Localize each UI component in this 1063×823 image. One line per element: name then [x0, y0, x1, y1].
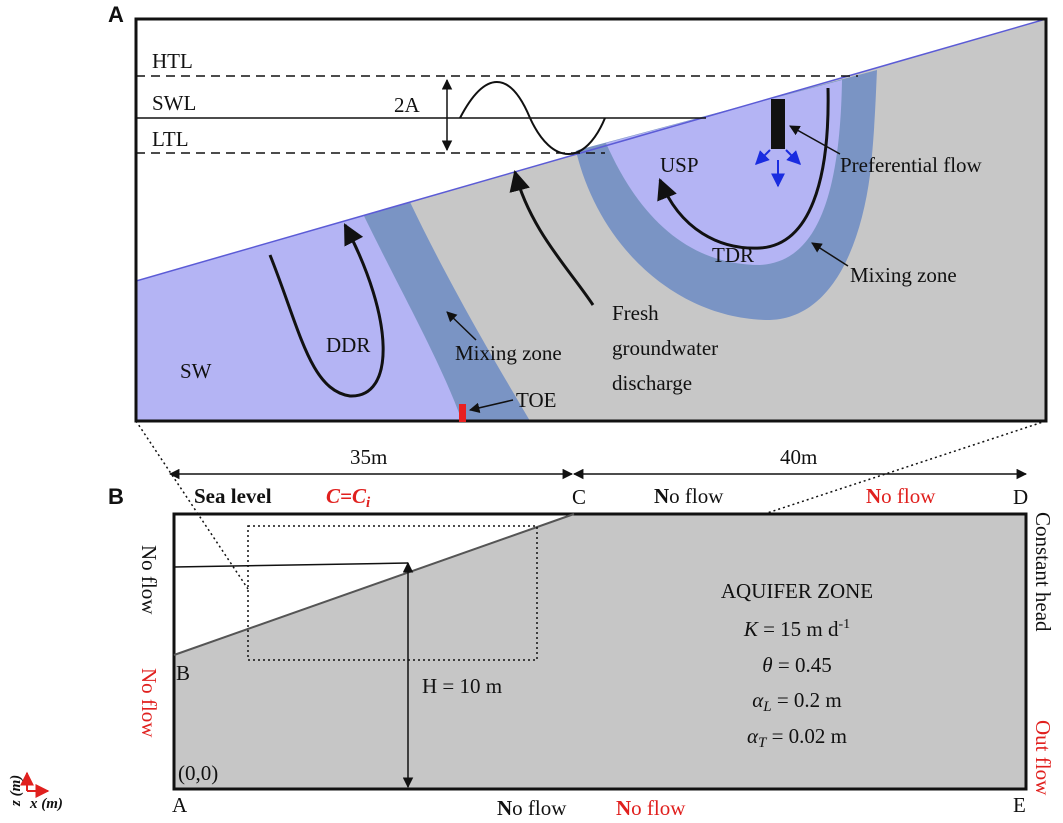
- sw-label: SW: [180, 359, 212, 383]
- ltl-label: LTL: [152, 127, 189, 151]
- left-span-label: 35m: [350, 445, 387, 469]
- panel-a-frame: [134, 17, 1048, 423]
- height-label: H = 10 m: [422, 674, 502, 698]
- fresh-discharge-arrow: [509, 169, 595, 306]
- concentration-bc: C=Ci: [326, 484, 371, 511]
- z-axis-label: z (m): [8, 775, 24, 807]
- origin-label: (0,0): [178, 761, 218, 785]
- tide-wave: [459, 81, 606, 155]
- param-alpha-l: αL = 0.2 m: [752, 688, 842, 715]
- preferential-flow-label: Preferential flow: [840, 153, 983, 177]
- right-constant-head: Constant head: [1031, 512, 1055, 632]
- seawater-wedge: [136, 212, 470, 421]
- panel-a-label: A: [108, 2, 124, 27]
- top-no-flow-red: No flow: [866, 484, 936, 508]
- lower-mixing-label: Mixing zone: [455, 341, 562, 365]
- right-out-flow: Out flow: [1031, 720, 1055, 796]
- usp-label: USP: [660, 153, 699, 177]
- aquifer-domain: [174, 514, 1026, 789]
- param-theta: θ = 0.45: [762, 653, 831, 677]
- blue-arrow-left: [755, 149, 771, 165]
- preferential-flow-bar: [771, 99, 785, 149]
- fresh-label-3: discharge: [612, 371, 692, 395]
- toe-label: TOE: [516, 388, 556, 412]
- beach-slope: [173, 513, 575, 656]
- ddr-label: DDR: [326, 333, 370, 357]
- bottom-no-flow-red: No flow: [616, 796, 686, 820]
- corner-a: A: [172, 793, 188, 817]
- top-no-flow-black: No flow: [654, 484, 724, 508]
- blue-arrow-right: [785, 149, 801, 165]
- zoom-box: [247, 525, 538, 661]
- amplitude-label: 2A: [394, 93, 421, 117]
- tdr-loop: [657, 87, 830, 250]
- panel-b-label: B: [108, 484, 124, 509]
- left-no-flow-black: No flow: [137, 545, 161, 615]
- htl-label: HTL: [152, 49, 193, 73]
- upper-mixing-label: Mixing zone: [850, 263, 957, 287]
- panel-a: A HTL SWL LTL 2A DDR SW: [108, 2, 1048, 423]
- corner-b: B: [176, 661, 190, 685]
- toe-marker: [459, 404, 466, 422]
- right-span-label: 40m: [780, 445, 817, 469]
- bottom-no-flow-black: No flow: [497, 796, 567, 820]
- corner-d: D: [1013, 485, 1028, 509]
- zoom-line-left: [135, 420, 249, 590]
- sea-level-label: Sea level: [194, 484, 272, 508]
- fresh-label-2: groundwater: [612, 336, 718, 360]
- left-no-flow-red: No flow: [137, 668, 161, 738]
- aquifer-title: AQUIFER ZONE: [721, 579, 873, 603]
- lower-mixing-arrow: [446, 311, 477, 341]
- sea-level-line: [173, 562, 409, 568]
- corner-e: E: [1013, 793, 1026, 817]
- toe-arrow: [468, 399, 514, 413]
- upper-mixing-arrow: [811, 242, 849, 267]
- fresh-label-1: Fresh: [612, 301, 659, 325]
- corner-c: C: [572, 485, 586, 509]
- panel-b-frame: [172, 512, 1028, 791]
- swl-label: SWL: [152, 91, 196, 115]
- panel-b: B 35m 40m H = 10 m B C D A E (0,0) Sea l…: [8, 445, 1055, 820]
- param-alpha-t: αT = 0.02 m: [747, 724, 847, 751]
- tdr-label: TDR: [712, 243, 754, 267]
- preferential-flow-arrow: [789, 125, 841, 155]
- x-axis-label: x (m): [29, 796, 63, 812]
- ddr-loop: [268, 223, 385, 398]
- param-k: K = 15 m d-1: [743, 617, 850, 641]
